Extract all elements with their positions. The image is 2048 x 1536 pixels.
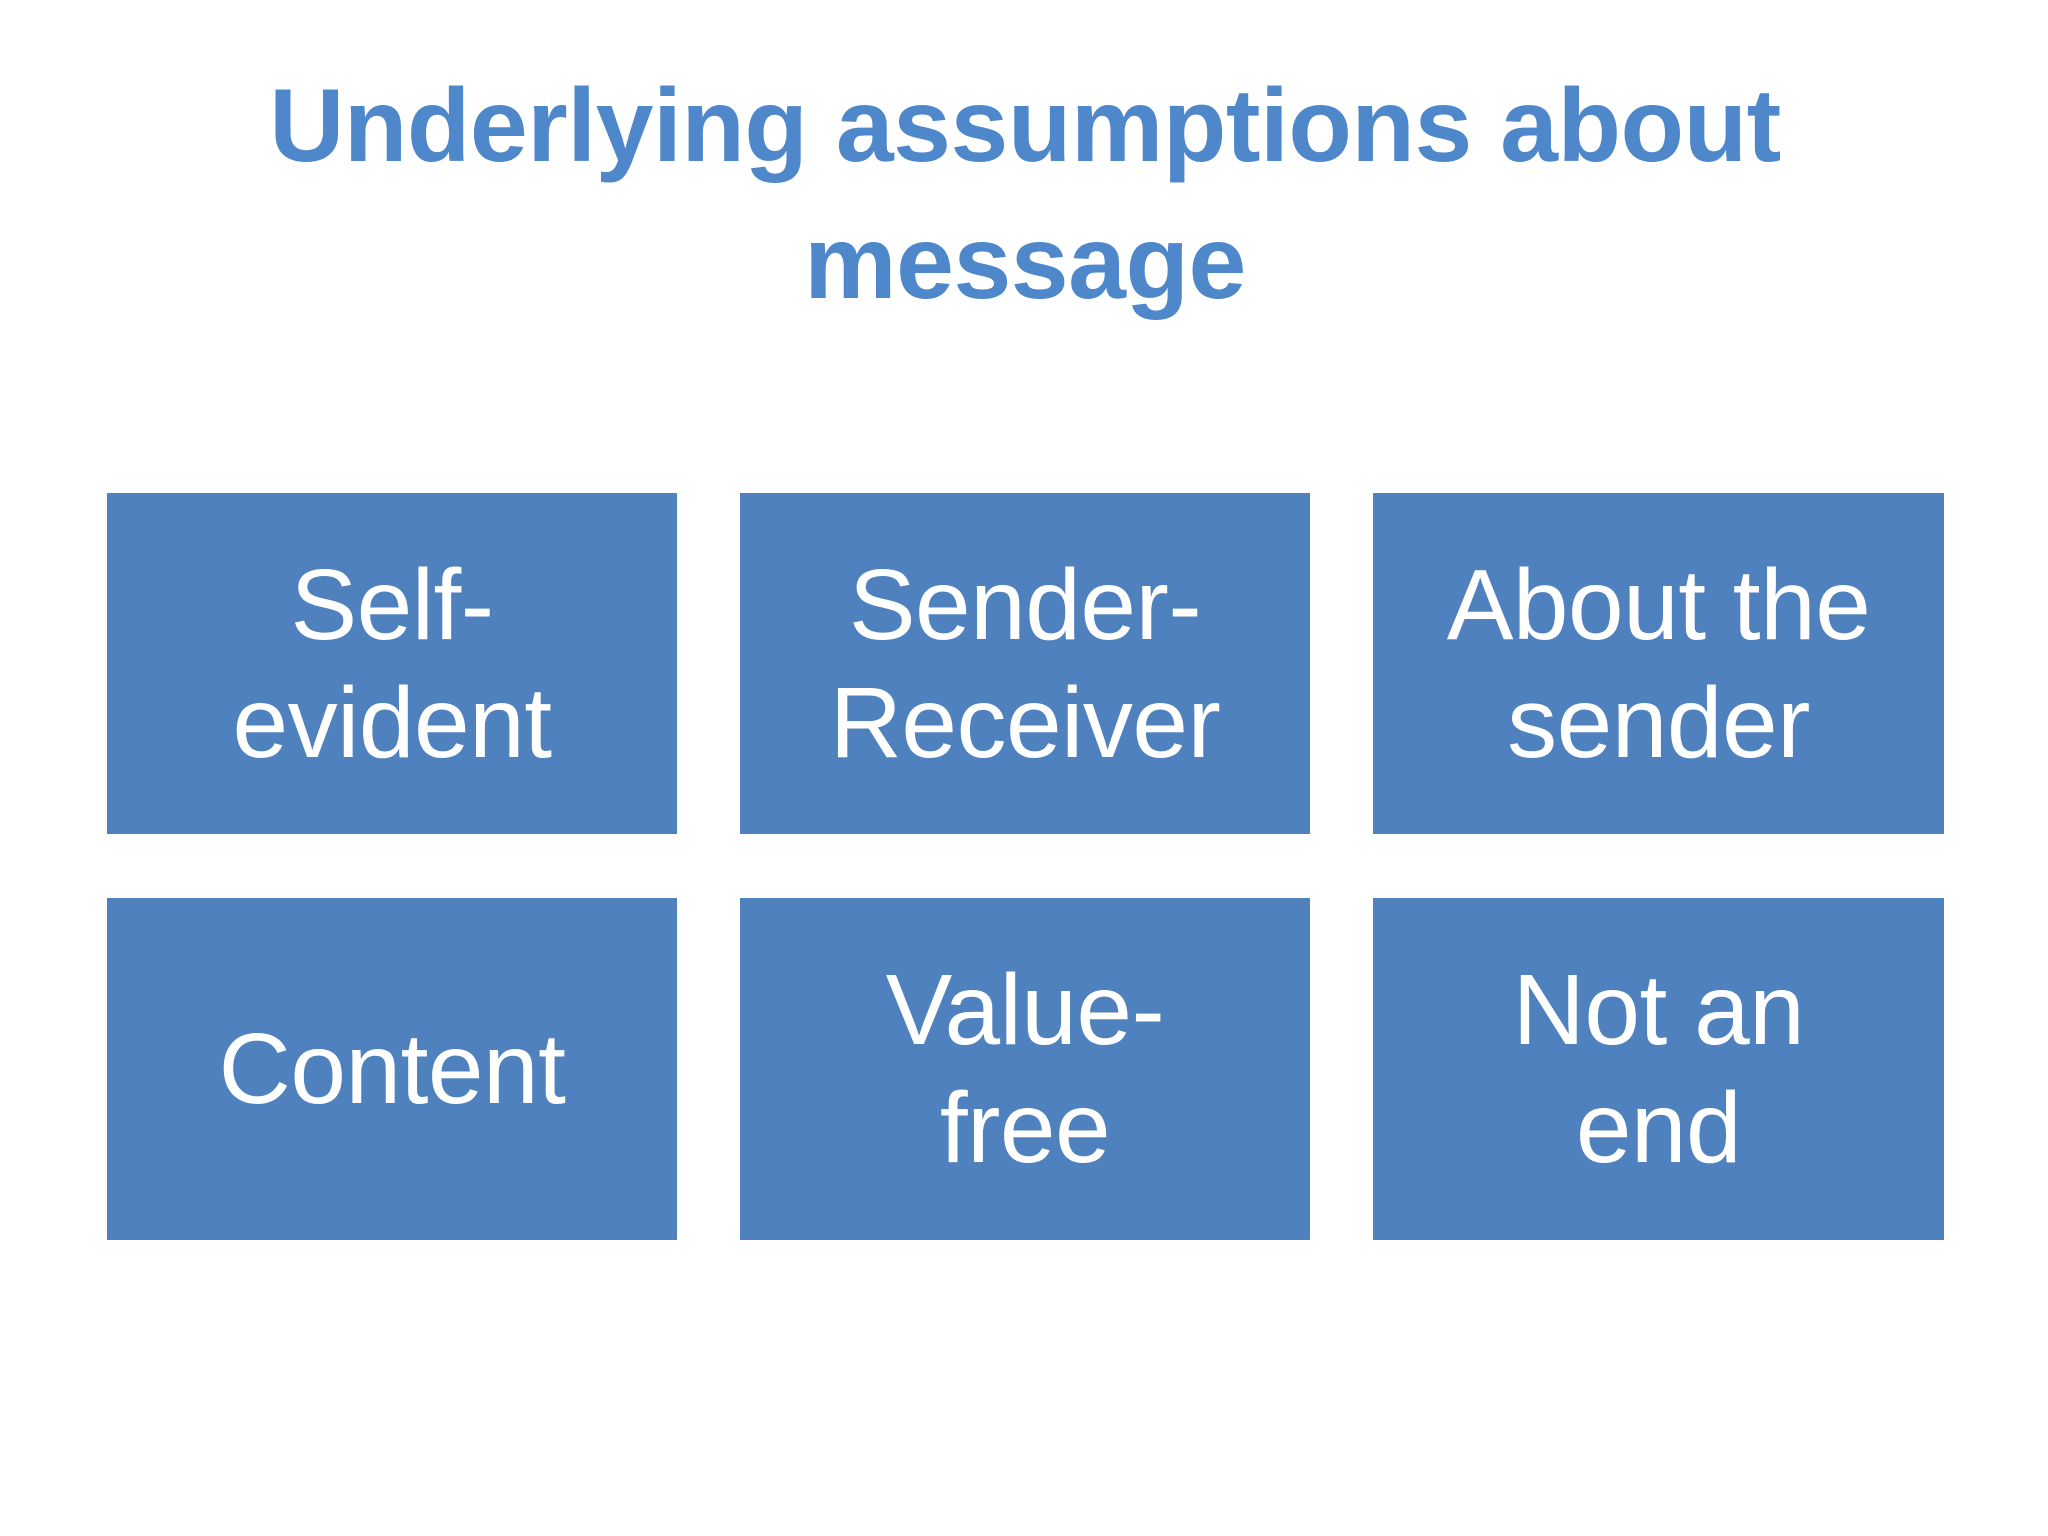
concept-box-label: Content [218,1013,566,1125]
concept-box-self-evident[interactable]: Self- evident [107,493,677,834]
concept-box-content[interactable]: Content [107,898,677,1240]
concept-box-about-the-sender[interactable]: About the sender [1373,493,1944,834]
concept-box-label: Self- evident [232,548,552,779]
concept-box-grid: Self- evident Sender- Receiver About the… [107,493,1945,1240]
concept-box-value-free[interactable]: Value- free [740,898,1310,1240]
concept-box-label: About the sender [1446,548,1871,779]
slide-title: Underlying assumptions about message [269,68,1781,322]
concept-box-label: Value- free [885,954,1165,1184]
concept-box-label: Sender- Receiver [829,548,1221,779]
concept-box-sender-receiver[interactable]: Sender- Receiver [740,493,1310,834]
concept-box-not-an-end[interactable]: Not an end [1373,898,1944,1240]
concept-box-label: Not an end [1512,954,1805,1184]
